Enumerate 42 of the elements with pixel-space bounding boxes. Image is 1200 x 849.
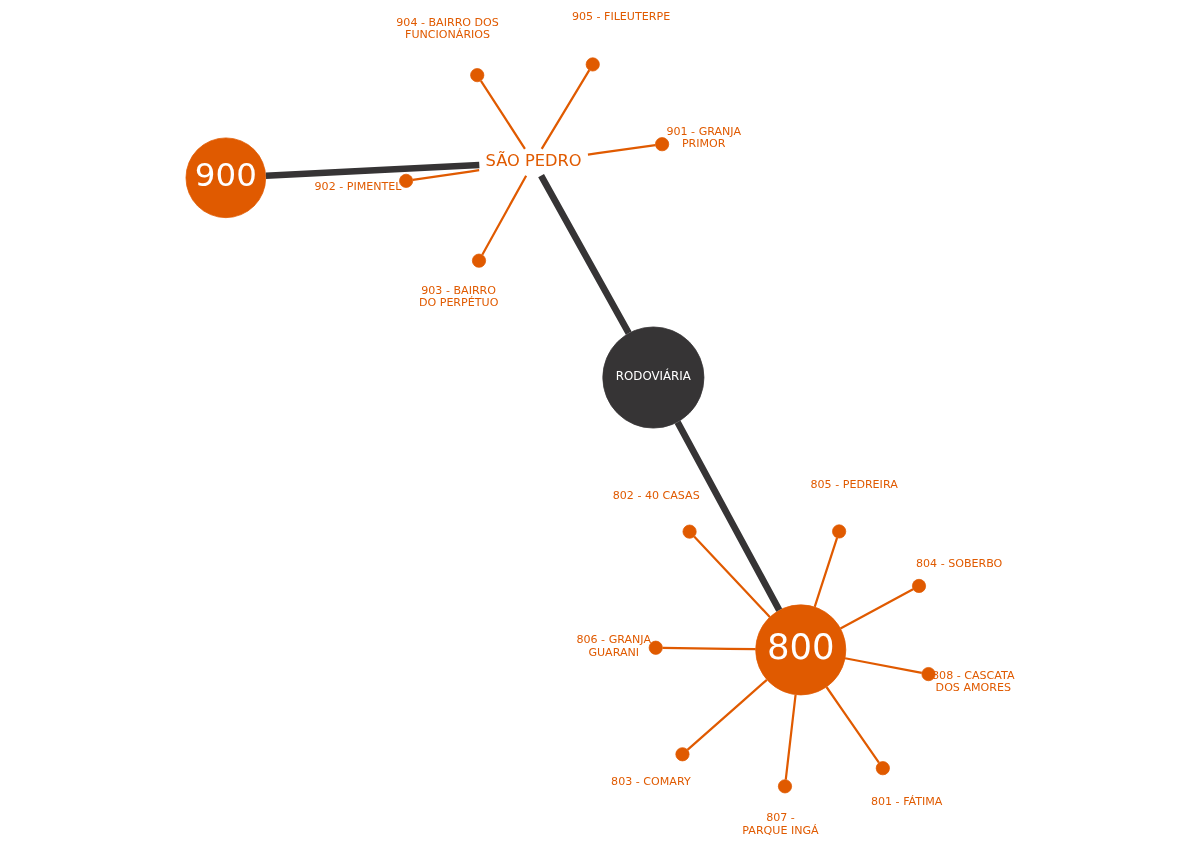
connector	[839, 588, 914, 630]
node-circle: RODOVIÁRIA	[601, 326, 704, 429]
node-circle	[654, 137, 669, 152]
node-circle: 900	[185, 137, 266, 219]
connector	[844, 657, 922, 674]
node-circle	[469, 68, 484, 83]
node-label: 804 - SOBERBO	[915, 556, 1002, 570]
connector	[784, 694, 797, 780]
connector	[692, 535, 771, 618]
connector	[825, 686, 880, 764]
connector	[813, 537, 838, 608]
node-label: 903 - BAIRRO DO PERPÉTUO	[418, 283, 498, 310]
node-label: 803 - COMARY	[610, 774, 691, 788]
connector	[587, 144, 656, 156]
node-circle	[911, 578, 926, 593]
node-circle	[682, 524, 697, 539]
node-label: 904 - BAIRRO DOS FUNCIONÁRIOS	[395, 15, 499, 42]
node-circle	[471, 253, 486, 268]
node-label: 807 - PARQUE INGÁ	[741, 811, 819, 837]
connector	[661, 646, 756, 651]
node-circle	[585, 57, 600, 72]
node-circle	[831, 524, 846, 539]
node-circle	[875, 761, 890, 776]
node-label: 905 - FILEUTERPE	[571, 10, 670, 24]
connector	[265, 161, 479, 180]
node-circle	[674, 747, 689, 762]
connector	[480, 175, 527, 256]
connector	[412, 169, 479, 181]
node-label: 902 - PIMENTEL	[314, 180, 401, 194]
node-label: 806 - GRANJA GUARANI	[575, 633, 651, 659]
connector	[674, 420, 782, 612]
connector	[686, 678, 768, 751]
connector	[540, 69, 590, 150]
node-label: 805 - PEDREIRA	[810, 477, 898, 491]
node-circle: 800	[754, 604, 846, 696]
node-circle	[777, 779, 792, 794]
node-text: SÃO PEDRO	[485, 151, 582, 171]
node-label: 802 - 40 CASAS	[612, 488, 700, 502]
connector	[537, 174, 632, 335]
node-label: 801 - FÁTIMA	[870, 795, 942, 809]
connector	[479, 80, 526, 150]
node-label: 901 - GRANJA PRIMOR	[665, 124, 741, 151]
